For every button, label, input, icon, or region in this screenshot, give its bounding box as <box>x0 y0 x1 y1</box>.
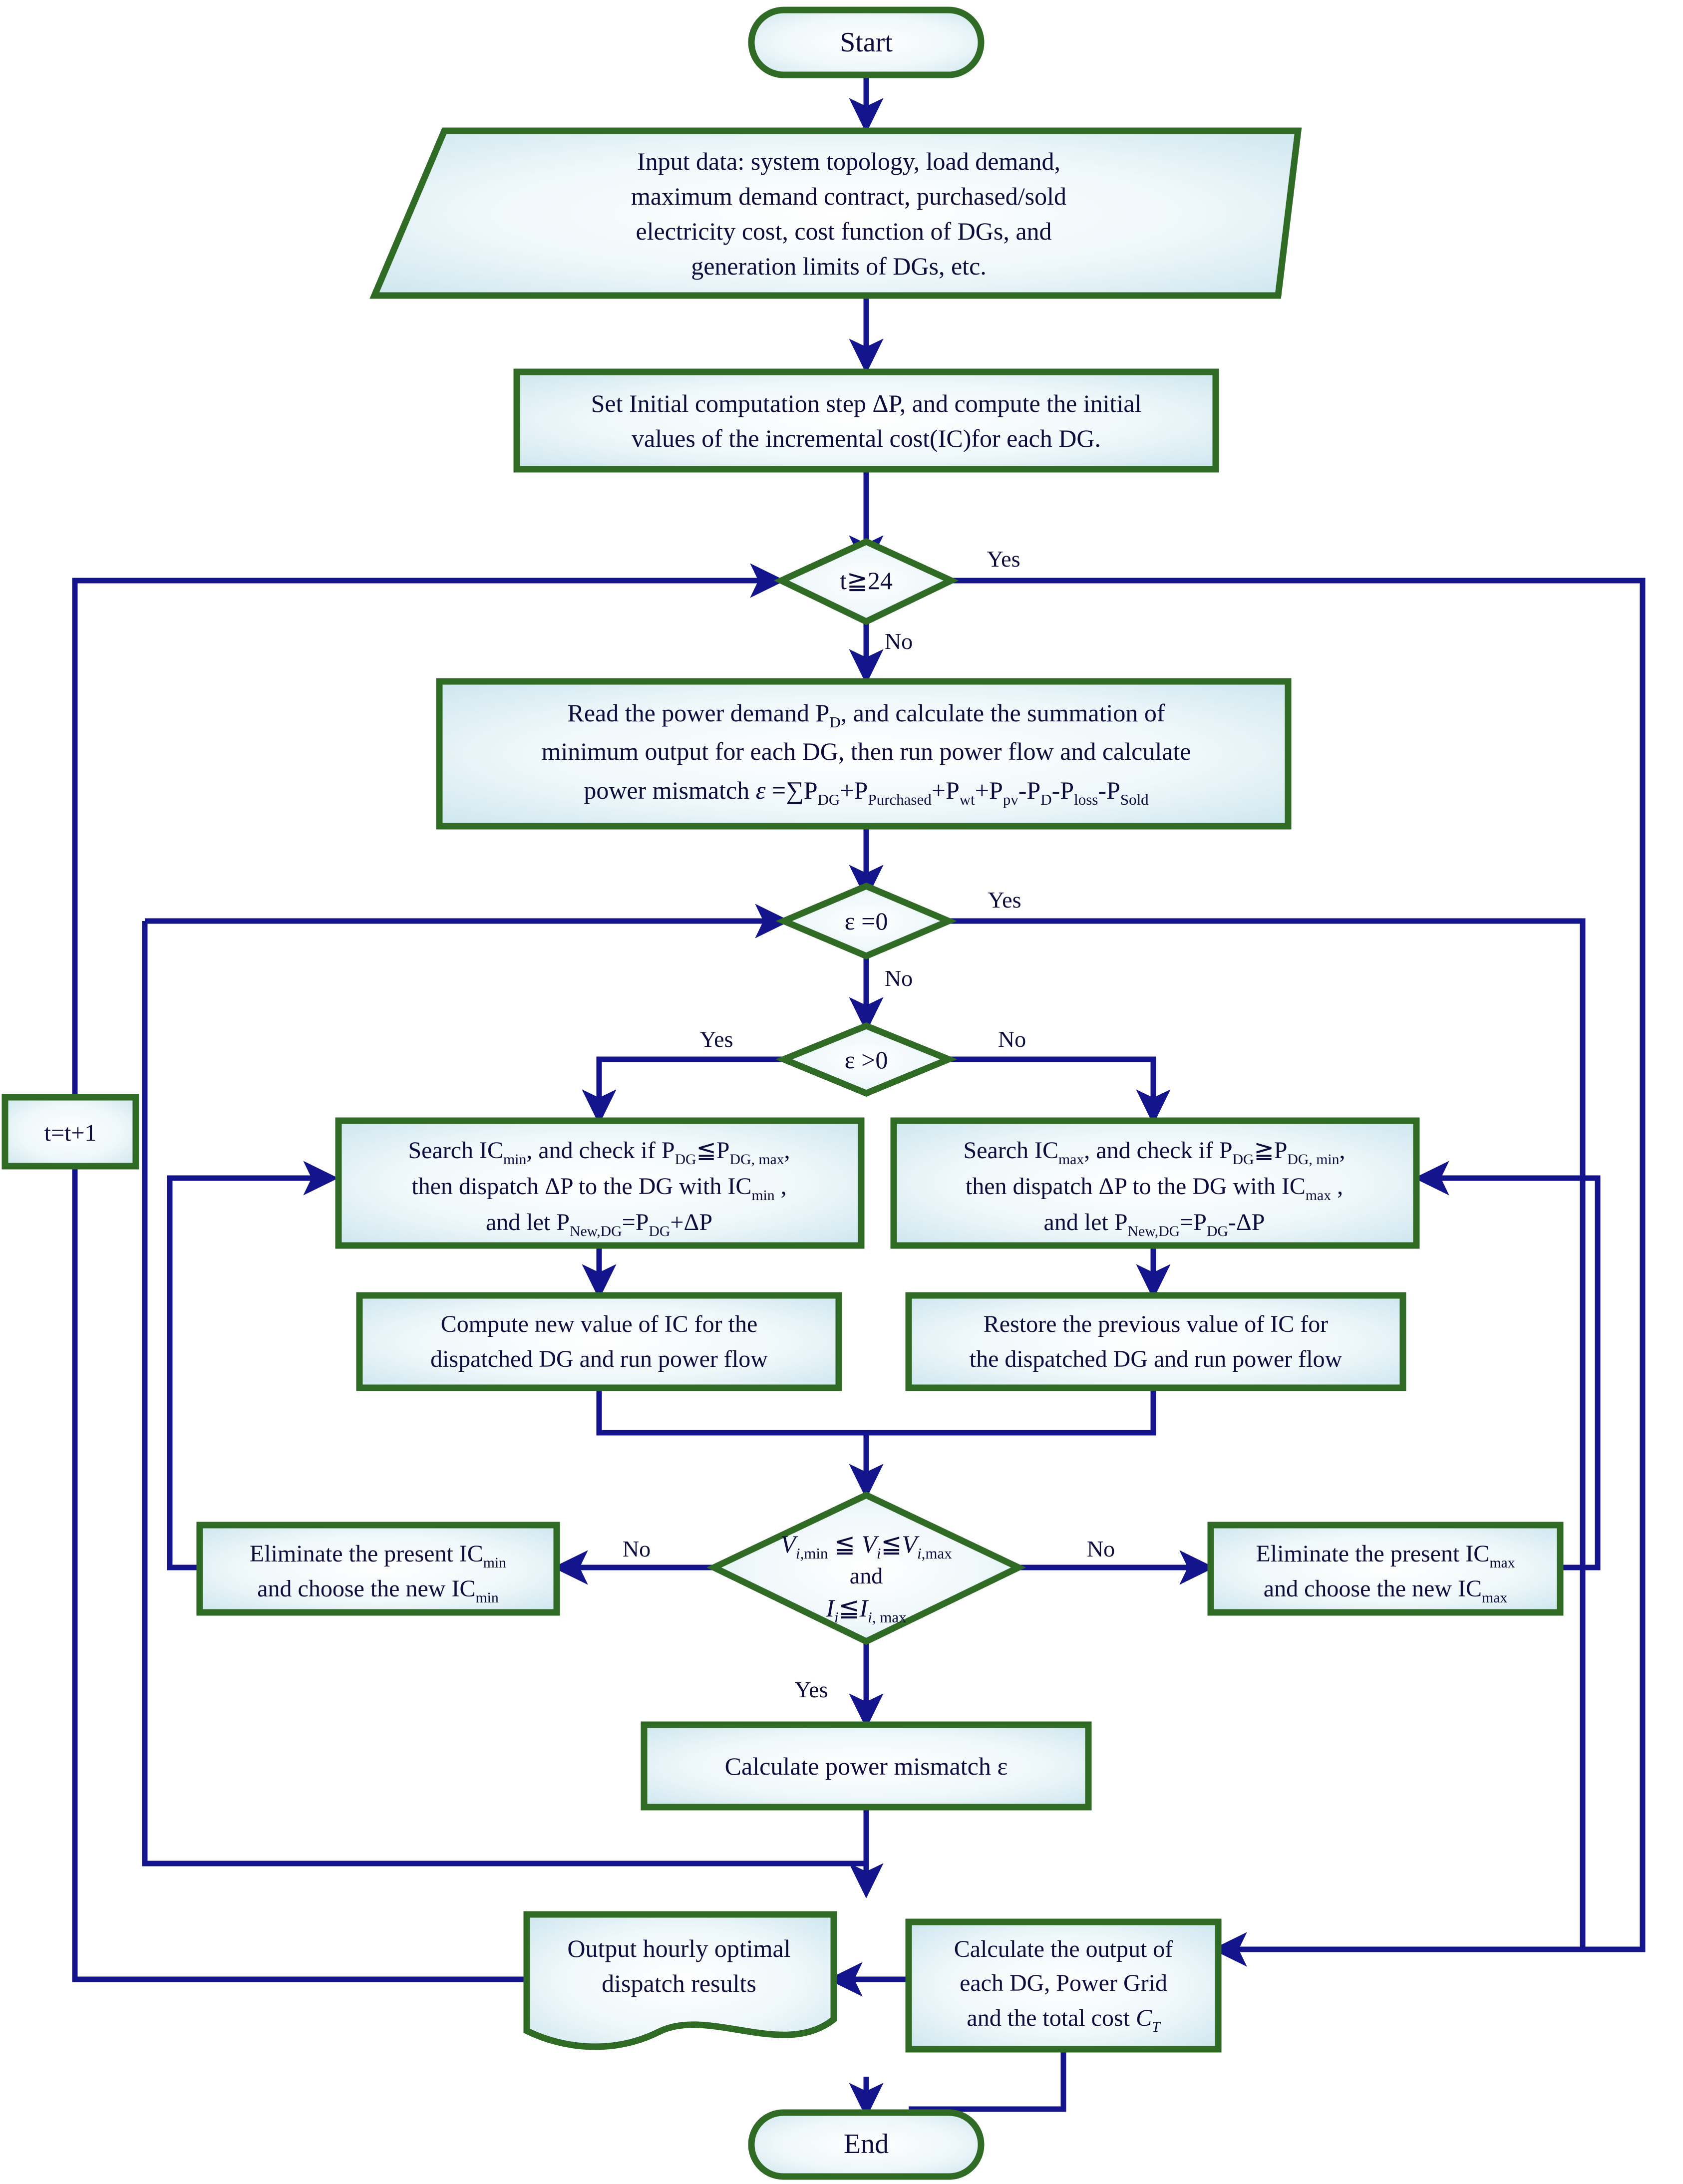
node-increment-t-label: t=t+1 <box>44 1120 97 1146</box>
edge-restore-to-junction <box>866 1388 1156 1436</box>
edge-tplus1-to-t <box>72 563 785 1098</box>
edge-label-eps0-no: No <box>885 965 913 991</box>
node-read-line-1: Read the power demand PD, and calculate … <box>567 699 1165 731</box>
node-calcoutput-line-3: and the total cost CT <box>967 2005 1161 2035</box>
node-elimmax-line-2: and choose the new ICmax <box>1264 1575 1508 1606</box>
edge-calcmismatch-loopback <box>142 921 866 1867</box>
node-output-line-1: Output hourly optimal <box>567 1934 790 1962</box>
edge-label-epspos-no: No <box>998 1026 1026 1052</box>
node-start-label: Start <box>840 27 893 58</box>
node-restore-line-2: the dispatched DG and run power flow <box>970 1346 1343 1372</box>
node-increment-t[interactable]: t=t+1 <box>1 1094 139 1170</box>
node-restore-prev-ic[interactable]: Restore the previous value of IC for the… <box>905 1292 1406 1391</box>
edge-output-to-tplus1 <box>72 1163 564 1982</box>
node-eliminate-icmax[interactable]: Eliminate the present ICmax and choose t… <box>1207 1522 1564 1616</box>
node-output-line-2: dispatch results <box>602 1969 756 1997</box>
node-compute-line-2: dispatched DG and run power flow <box>430 1346 768 1372</box>
node-limits-line-1: Vi,min ≦ Vi≦Vi,max <box>780 1530 952 1562</box>
node-icmax-line-2: then dispatch ΔP to the DG with ICmax , <box>966 1173 1343 1204</box>
node-compute-new-ic[interactable]: Compute new value of IC for the dispatch… <box>356 1292 842 1391</box>
edge-compute-to-limits <box>596 1388 884 1499</box>
node-search-icmin[interactable]: Search ICmin, and check if PDG≦PDG, max,… <box>335 1117 865 1249</box>
node-calcoutput-line-1: Calculate the output of <box>954 1936 1173 1962</box>
node-set-initial[interactable]: Set Initial computation step ΔP, and com… <box>513 368 1219 473</box>
node-icmax-line-1: Search ICmax, and check if PDG≧PDG, min, <box>963 1137 1345 1168</box>
edge-epspos-no <box>948 1056 1171 1125</box>
edge-label-limits-no-left: No <box>623 1536 651 1561</box>
node-calc-output[interactable]: Calculate the output of each DG, Power G… <box>905 1918 1222 2053</box>
node-calc-mismatch-label: Calculate power mismatch ε <box>725 1752 1008 1780</box>
connector-layer <box>72 75 1646 2118</box>
node-read-demand[interactable]: Read the power demand PD, and calculate … <box>436 678 1292 830</box>
edge-label-epspos-yes: Yes <box>700 1026 733 1052</box>
edge-eps0-yes <box>948 918 1586 1952</box>
node-decision-t[interactable]: t≧24 <box>773 538 959 625</box>
edge-label-eps0-yes: Yes <box>988 887 1021 913</box>
node-read-line-2: minimum output for each DG, then run pow… <box>541 737 1191 765</box>
node-icmin-line-1: Search ICmin, and check if PDG≦PDG, max, <box>408 1137 790 1168</box>
node-read-line-3: power mismatch ε =∑PDG+PPurchased+Pwt+Pp… <box>584 776 1149 808</box>
node-input-data[interactable]: Input data: system topology, load demand… <box>369 127 1302 299</box>
node-decision-eps-pos-label: ε >0 <box>845 1046 888 1074</box>
node-output-results[interactable]: Output hourly optimal dispatch results <box>523 1911 837 2050</box>
node-limits-line-2: and <box>850 1563 883 1588</box>
node-icmin-line-2: then dispatch ΔP to the DG with ICmin , <box>411 1173 786 1204</box>
node-calcoutput-line-2: each DG, Power Grid <box>960 1970 1167 1996</box>
node-input-line-1: Input data: system topology, load demand… <box>637 147 1060 175</box>
node-decision-eps-zero[interactable]: ε =0 <box>775 882 957 960</box>
node-setinitial-line-2: values of the incremental cost(IC)for ea… <box>632 424 1101 452</box>
edge-epspos-yes <box>582 1056 785 1125</box>
node-icmax-line-3: and let PNew,DG=PDG-ΔP <box>1044 1209 1265 1240</box>
node-compute-line-1: Compute new value of IC for the <box>441 1311 758 1337</box>
node-input-line-4: generation limits of DGs, etc. <box>691 252 987 280</box>
node-end[interactable]: End <box>748 2109 985 2180</box>
node-decision-t-label: t≧24 <box>840 567 893 595</box>
node-limits-line-3: Ii≦Ii, max <box>825 1594 907 1626</box>
node-decision-eps-pos[interactable]: ε >0 <box>775 1022 958 1097</box>
node-search-icmax[interactable]: Search ICmax, and check if PDG≧PDG, min,… <box>890 1117 1420 1249</box>
edge-elimmin-to-icmin <box>167 1161 338 1570</box>
node-elimmin-line-2: and choose the new ICmin <box>257 1575 499 1606</box>
node-elimmin-line-1: Eliminate the present ICmin <box>250 1541 506 1571</box>
edge-label-t-no: No <box>885 628 913 654</box>
edge-label-t-yes: Yes <box>987 546 1020 572</box>
node-elimmax-line-1: Eliminate the present ICmax <box>1256 1541 1515 1571</box>
node-setinitial-line-1: Set Initial computation step ΔP, and com… <box>591 389 1142 417</box>
node-input-line-2: maximum demand contract, purchased/sold <box>631 182 1066 210</box>
node-decision-limits[interactable]: Vi,min ≦ Vi≦Vi,max and Ii≦Ii, max <box>706 1491 1026 1645</box>
edge-label-limits-no-right: No <box>1087 1536 1115 1561</box>
node-eliminate-icmin[interactable]: Eliminate the present ICmin and choose t… <box>196 1522 560 1616</box>
edge-calcoutput-to-end-h <box>909 2027 1066 2112</box>
edge-label-limits-yes: Yes <box>795 1677 828 1702</box>
node-restore-line-1: Restore the previous value of IC for <box>984 1311 1328 1337</box>
node-start[interactable]: Start <box>748 6 985 78</box>
node-decision-eps-zero-label: ε =0 <box>845 907 888 935</box>
node-calc-mismatch[interactable]: Calculate power mismatch ε <box>641 1721 1092 1811</box>
edge-elimmax-to-icmax <box>1414 1161 1601 1570</box>
node-end-label: End <box>844 2129 889 2160</box>
node-input-line-3: electricity cost, cost function of DGs, … <box>636 217 1051 245</box>
